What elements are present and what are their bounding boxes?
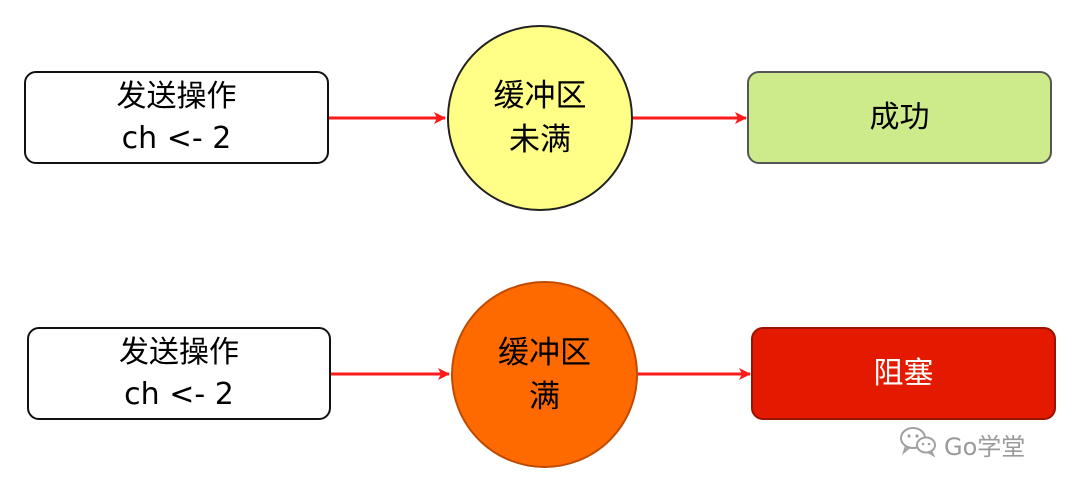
result-label: 成功 — [869, 99, 930, 135]
send-operation-box-row1: 发送操作 ch <- 2 — [24, 71, 329, 164]
result-label: 阻塞 — [873, 355, 934, 391]
send-operation-box-row2: 发送操作 ch <- 2 — [27, 327, 331, 420]
watermark: Go学堂 — [898, 424, 1025, 464]
buffer-label: 缓冲区 — [493, 78, 587, 114]
send-operation-code: ch <- 2 — [124, 376, 234, 412]
success-result-box: 成功 — [747, 71, 1052, 164]
wechat-icon — [898, 425, 938, 463]
watermark-text: Go学堂 — [944, 432, 1026, 461]
blocked-result-box: 阻塞 — [751, 327, 1056, 420]
send-operation-label: 发送操作 — [116, 78, 237, 114]
send-operation-label: 发送操作 — [119, 334, 239, 370]
buffer-full-node: 缓冲区 满 — [451, 281, 638, 468]
buffer-state: 未满 — [509, 122, 571, 158]
send-operation-code: ch <- 2 — [121, 120, 232, 156]
buffer-state: 满 — [529, 378, 560, 415]
buffer-label: 缓冲区 — [498, 334, 591, 371]
buffer-not-full-node: 缓冲区 未满 — [447, 25, 633, 211]
